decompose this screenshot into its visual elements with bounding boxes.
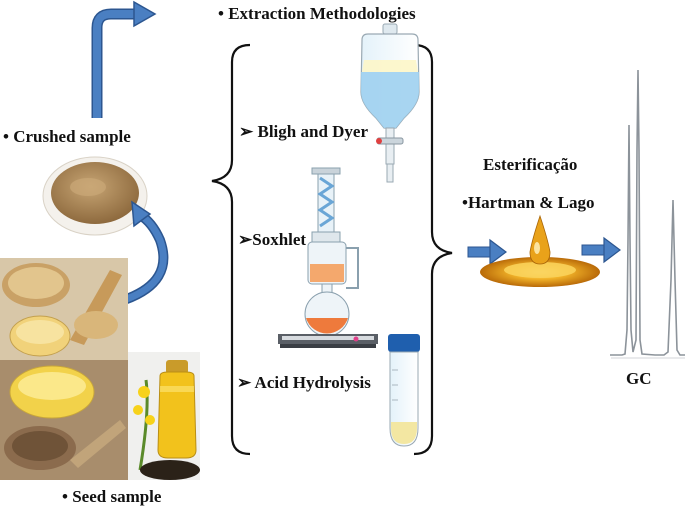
centrifuge-tube-icon [388,334,420,447]
arrow-right-icon [581,236,621,264]
seed-sample-image [0,258,200,480]
oil-drop-icon [480,214,600,287]
left-brace [211,43,251,456]
separatory-funnel-icon [360,23,420,183]
curved-arrow-icon [122,200,169,305]
gc-label: GC [626,369,652,388]
extraction-methodologies-label: • Extraction Methodologies [218,4,416,23]
soxhlet-label: ➢Soxhlet [238,230,307,249]
seed-sample-label: • Seed sample [62,487,162,506]
bligh-dyer-label: ➢ Bligh and Dyer [239,122,369,141]
hartman-lago-label: •Hartman & Lago [462,193,595,212]
acid-hydrolysis-label: ➢ Acid Hydrolysis [237,373,371,392]
soxhlet-apparatus-icon [278,167,378,348]
crushed-sample-image [42,156,148,236]
chromatogram-icon [610,69,685,359]
crushed-sample-label: • Crushed sample [3,127,131,146]
right-brace [413,43,453,456]
arrow-up-right-icon [91,0,157,118]
esterification-label: Esterificação [483,155,578,174]
arrow-right-icon [467,238,507,266]
